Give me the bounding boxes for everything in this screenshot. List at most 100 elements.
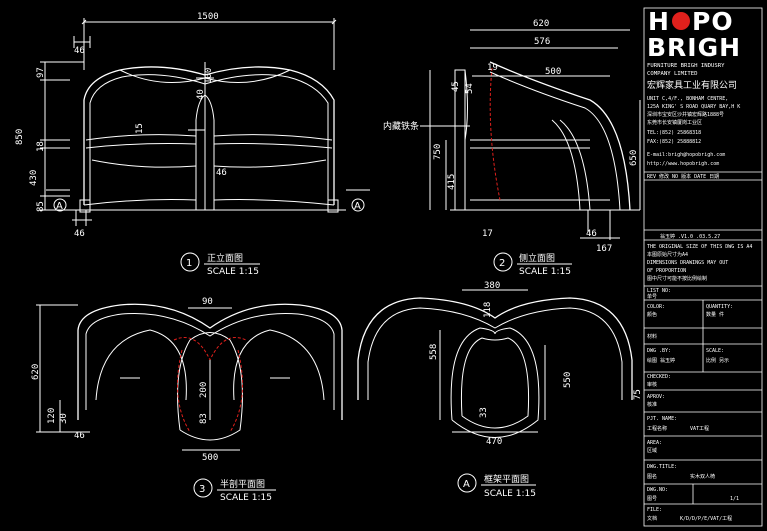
dim-frame-118: 118 bbox=[483, 302, 493, 318]
front-dimension-labels: 1500 46 97 40 100 850 15 18 430 46 85 46… bbox=[15, 12, 361, 239]
dim-front-40: 40 bbox=[196, 89, 206, 100]
section-mark-left: A bbox=[56, 201, 63, 212]
dim-front-46-mid: 46 bbox=[216, 168, 227, 178]
note-line-3: DIMENSIONS DRAWINGS MAY OUT bbox=[647, 260, 728, 266]
side-view-title-text: 侧立面图 bbox=[519, 252, 555, 264]
frame-view-title: A 框架平面图 SCALE 1:15 bbox=[457, 473, 536, 499]
side-elevation-view bbox=[420, 29, 641, 240]
designer-line: 翁玉婷 .V1.0 .03.5.27 bbox=[660, 233, 720, 240]
dim-frame-380: 380 bbox=[484, 281, 500, 291]
dim-side-17: 17 bbox=[482, 229, 493, 239]
dim-side-650: 650 bbox=[629, 150, 639, 166]
drawing-title-label-cn: 图名 bbox=[647, 473, 657, 480]
section-mark-right: A bbox=[354, 201, 361, 212]
frame-dimension-labels: 380 118 558 550 33 470 75 bbox=[429, 281, 643, 447]
address-line-4: 东莞市长安镇厦岗工业区 bbox=[647, 119, 702, 126]
dim-plan-620: 620 bbox=[31, 364, 41, 380]
scale-label-cn: 比例 另示 bbox=[706, 357, 729, 364]
note-line-5: 图中尺寸可能不按比例绘制 bbox=[647, 275, 707, 282]
dim-side-167: 167 bbox=[596, 244, 612, 254]
half-section-plan-view bbox=[36, 303, 343, 451]
logo-line-2: BRIGH bbox=[647, 33, 741, 62]
checked-label-en: CHECKED: bbox=[647, 374, 671, 380]
dim-side-415: 415 bbox=[447, 174, 457, 190]
dim-plan-90: 90 bbox=[202, 297, 213, 307]
dim-side-620: 620 bbox=[533, 19, 549, 29]
quantity-label-en: QUANTITY: bbox=[706, 304, 733, 310]
address-line-2: 125A KING' S ROAD QUARY BAY,H K bbox=[647, 104, 740, 110]
side-view-number: 2 bbox=[499, 258, 505, 269]
dim-front-85: 85 bbox=[36, 201, 46, 212]
front-elevation-view bbox=[40, 18, 370, 226]
dim-front-97: 97 bbox=[36, 67, 46, 78]
scale-label-en: SCALE: bbox=[706, 348, 724, 354]
side-dimension-labels: 620 576 500 45 19 54 750 415 650 17 46 1… bbox=[433, 19, 639, 254]
logo-letter-h: H bbox=[648, 7, 670, 36]
front-view-title-text: 正立面图 bbox=[207, 252, 243, 264]
area-label-en: AREA: bbox=[647, 440, 662, 446]
dim-frame-75: 75 bbox=[633, 389, 643, 400]
half-section-view-title: 3 半剖平面图 SCALE 1:15 bbox=[193, 478, 276, 503]
project-label-en: PJT. NAME: bbox=[647, 416, 677, 422]
half-section-view-title-text: 半剖平面图 bbox=[220, 478, 265, 490]
dim-front-width: 1500 bbox=[197, 12, 219, 22]
dim-front-46-top: 46 bbox=[74, 46, 85, 56]
side-view-title: 2 侧立面图 SCALE 1:15 bbox=[493, 252, 572, 277]
frame-plan-view bbox=[357, 289, 633, 438]
approved-label-en: APROV: bbox=[647, 394, 665, 400]
dim-side-576: 576 bbox=[534, 37, 550, 47]
drawing-no-value: 1/1 bbox=[730, 496, 739, 502]
file-label-cn: 文档 bbox=[647, 515, 657, 522]
dim-frame-470: 470 bbox=[486, 437, 502, 447]
dim-side-750: 750 bbox=[433, 144, 443, 160]
email: E-mail:brigh@hopobrigh.com bbox=[647, 152, 725, 158]
note-line-1: THE ORIGINAL SIZE OF THIS DWG IS A4 bbox=[647, 244, 752, 250]
file-label-en: FILE: bbox=[647, 507, 662, 513]
dim-plan-83: 83 bbox=[199, 413, 209, 424]
frame-view-title-text: 框架平面图 bbox=[484, 473, 529, 485]
drawn-by-label-en: DWG .BY: bbox=[647, 348, 671, 354]
logo: H PO BRIGH bbox=[647, 7, 741, 62]
telephone: TEL:(852) 25868318 bbox=[647, 130, 701, 136]
address-line-1: UNIT C,4/F., BONHAM CENTRE, bbox=[647, 96, 728, 102]
logo-dot-icon bbox=[672, 12, 690, 30]
front-view-number: 1 bbox=[186, 258, 192, 269]
dim-plan-500: 500 bbox=[202, 453, 218, 463]
note-line-2: 本图原始尺寸为A4 bbox=[647, 251, 688, 258]
half-section-view-scale: SCALE 1:15 bbox=[220, 493, 272, 503]
list-no-label-cn: 单号 bbox=[647, 293, 657, 300]
dim-plan-46: 46 bbox=[74, 431, 85, 441]
logo-letters-po: PO bbox=[692, 7, 734, 36]
drawing-no-label-en: DWG.NO: bbox=[647, 487, 668, 493]
front-view-scale: SCALE 1:15 bbox=[207, 267, 259, 277]
dim-front-100: 100 bbox=[204, 68, 214, 84]
dim-side-54: 54 bbox=[465, 83, 475, 94]
dim-plan-200: 200 bbox=[199, 382, 209, 398]
drawing-title-value: 实木双人椅 bbox=[690, 473, 715, 480]
project-label-cn: 工程名称 bbox=[647, 425, 667, 432]
color-label-cn: 颜色 bbox=[647, 311, 657, 318]
dim-front-18: 18 bbox=[36, 141, 46, 152]
company-name-en-2: COMPANY LIMITED bbox=[647, 71, 698, 77]
drawing-no-label-cn: 图号 bbox=[647, 496, 657, 502]
dim-front-850: 850 bbox=[15, 129, 25, 145]
title-block bbox=[643, 7, 763, 527]
color-label-en: COLOR: bbox=[647, 304, 665, 310]
project-value: VAT工程 bbox=[690, 425, 709, 432]
dim-side-45: 45 bbox=[451, 81, 461, 92]
front-view-title: 1 正立面图 SCALE 1:15 bbox=[180, 252, 260, 277]
note-line-4: OF PROPORTION bbox=[647, 268, 686, 274]
area-label-cn: 区域 bbox=[647, 447, 657, 454]
frame-view-scale: SCALE 1:15 bbox=[484, 489, 536, 499]
company-name-cn: 宏辉家具工业有限公司 bbox=[647, 79, 737, 91]
title-block-text: FURNITURE BRIGH INDUSRY COMPANY LIMITED … bbox=[647, 63, 752, 522]
dim-frame-550: 550 bbox=[563, 372, 573, 388]
drawing-title-label-en: DWG.TITLE: bbox=[647, 464, 677, 470]
fax: FAX:(852) 25888812 bbox=[647, 139, 701, 145]
dim-side-46: 46 bbox=[586, 229, 597, 239]
dim-side-500: 500 bbox=[545, 67, 561, 77]
callout-label: 内藏铁条 bbox=[383, 120, 419, 132]
approved-label-cn: 核准 bbox=[647, 401, 657, 408]
list-no-label-en: LIST NO: bbox=[647, 288, 671, 294]
